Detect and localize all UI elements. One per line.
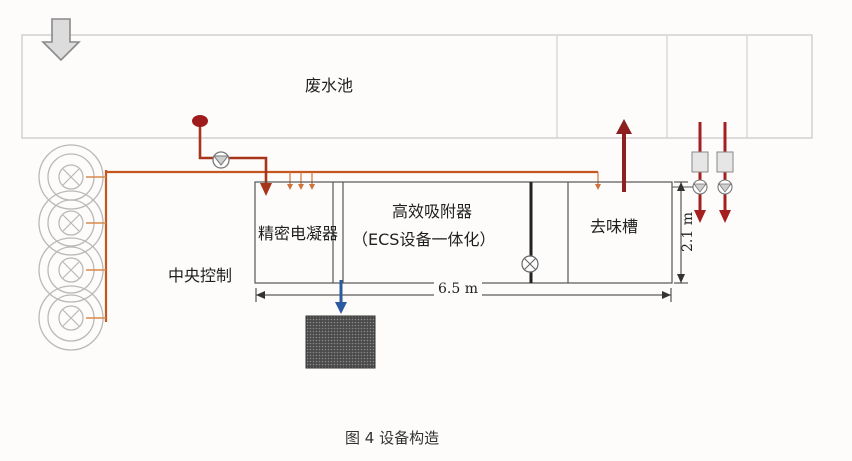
deodorizer-label: 去味槽 [590, 217, 639, 236]
pump-icon [521, 255, 539, 273]
inflow-arrow-icon [41, 18, 81, 62]
figure-caption: 图 4 设备构造 [345, 429, 440, 447]
length-dimension-label: 6.5 m [434, 282, 482, 296]
pipe-network [86, 123, 601, 322]
valve-icon [212, 151, 230, 169]
sludge-container [305, 315, 376, 369]
exhaust-arrow-icon [616, 119, 632, 192]
sludge-outlet-arrow-icon [335, 280, 347, 314]
condenser-label: 精密电凝器 [258, 224, 339, 243]
wastewater-pool [21, 34, 813, 139]
control-units [38, 144, 104, 351]
adsorber-label: 高效吸附器 [392, 202, 473, 221]
outflow-pipes [672, 122, 734, 223]
adsorber-sublabel: （ECS设备一体化） [352, 230, 496, 249]
height-dimension-label: 2.1 m [680, 212, 696, 252]
height-dimension-line [674, 181, 688, 284]
red-valve-icon [192, 115, 208, 127]
wastewater-pool-label: 废水池 [305, 76, 354, 95]
condenser-inflow-arrow-icon [260, 183, 272, 196]
central-control-label: 中央控制 [168, 266, 233, 285]
